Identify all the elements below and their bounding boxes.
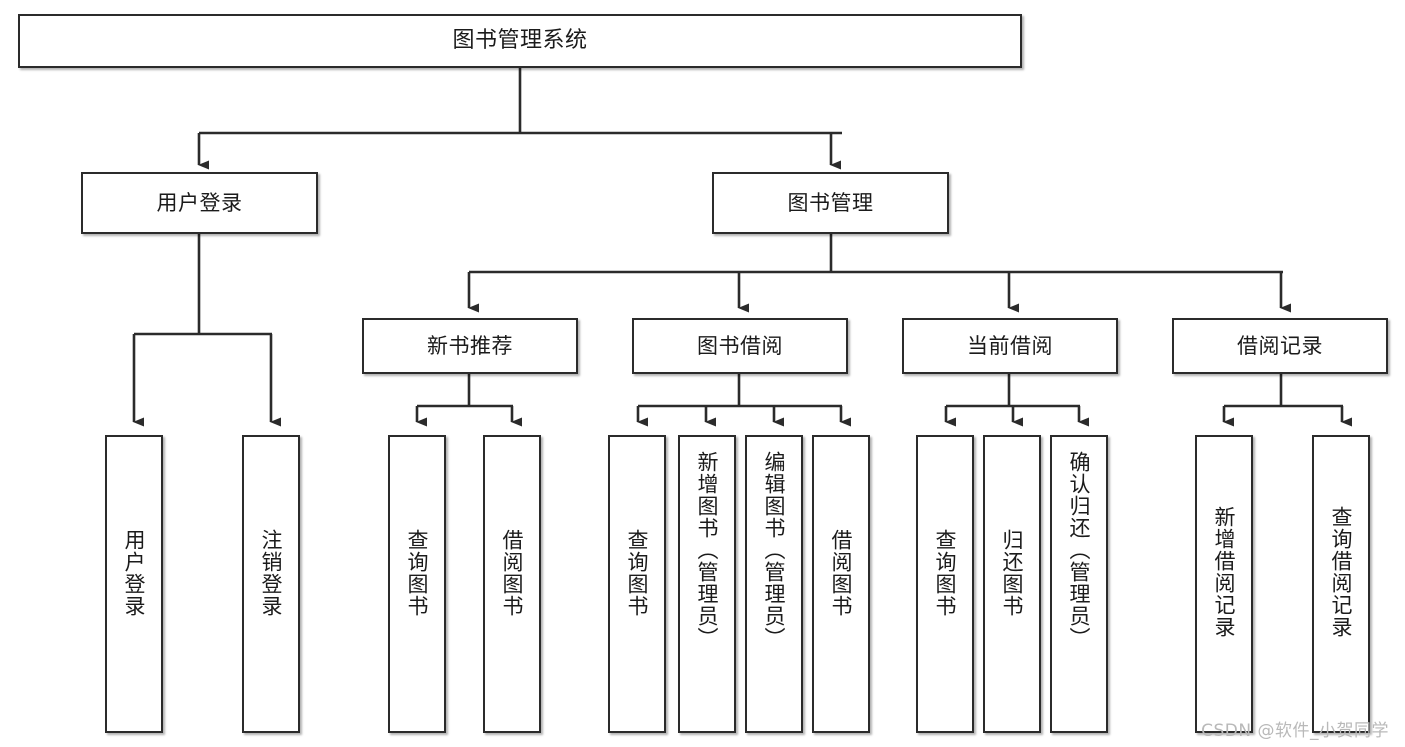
leaf-add-book-admin[interactable]: 新增图书（管理员）	[678, 435, 736, 733]
node-label: 借阅记录	[1237, 333, 1323, 358]
node-label: 归还图书	[1000, 529, 1025, 617]
node-label: 新增图书（管理员）	[695, 451, 720, 649]
node-label: 借阅图书	[829, 529, 854, 617]
node-user-login[interactable]: 用户登录	[81, 172, 318, 234]
csdn-watermark: CSDN @软件_小贺同学	[1201, 721, 1389, 741]
node-label: 当前借阅	[967, 333, 1053, 358]
node-label: 查询图书	[933, 529, 958, 617]
node-label: 新增借阅记录	[1212, 506, 1237, 638]
leaf-query-book-current[interactable]: 查询图书	[916, 435, 974, 733]
node-label: 确认归还（管理员）	[1067, 451, 1092, 649]
node-label: 图书管理系统	[452, 28, 588, 54]
node-label: 图书借阅	[697, 333, 783, 358]
node-label: 借阅图书	[500, 529, 525, 617]
leaf-borrow-book[interactable]: 借阅图书	[812, 435, 870, 733]
node-current-borrow[interactable]: 当前借阅	[902, 318, 1118, 374]
leaf-query-borrow-record[interactable]: 查询借阅记录	[1312, 435, 1370, 733]
node-label: 编辑图书（管理员）	[762, 451, 787, 649]
node-root-book-management-system[interactable]: 图书管理系统	[18, 14, 1022, 68]
node-book-borrow[interactable]: 图书借阅	[632, 318, 848, 374]
node-label: 新书推荐	[427, 333, 513, 358]
leaf-borrow-book-newbook[interactable]: 借阅图书	[483, 435, 541, 733]
leaf-user-login[interactable]: 用户登录	[105, 435, 163, 733]
node-label: 用户登录	[156, 190, 243, 215]
node-label: 注销登录	[259, 529, 284, 617]
node-label: 图书管理	[787, 190, 874, 215]
node-label: 用户登录	[122, 529, 147, 617]
leaf-query-book-newbook[interactable]: 查询图书	[388, 435, 446, 733]
node-book-management[interactable]: 图书管理	[712, 172, 949, 234]
node-borrow-record[interactable]: 借阅记录	[1172, 318, 1388, 374]
leaf-return-book[interactable]: 归还图书	[983, 435, 1041, 733]
node-label: 查询图书	[625, 529, 650, 617]
leaf-add-borrow-record[interactable]: 新增借阅记录	[1195, 435, 1253, 733]
leaf-edit-book-admin[interactable]: 编辑图书（管理员）	[745, 435, 803, 733]
leaf-query-book-borrow[interactable]: 查询图书	[608, 435, 666, 733]
leaf-confirm-return-admin[interactable]: 确认归还（管理员）	[1050, 435, 1108, 733]
node-label: 查询图书	[405, 529, 430, 617]
node-label: 查询借阅记录	[1329, 506, 1354, 638]
leaf-logout[interactable]: 注销登录	[242, 435, 300, 733]
node-new-book-recommend[interactable]: 新书推荐	[362, 318, 578, 374]
